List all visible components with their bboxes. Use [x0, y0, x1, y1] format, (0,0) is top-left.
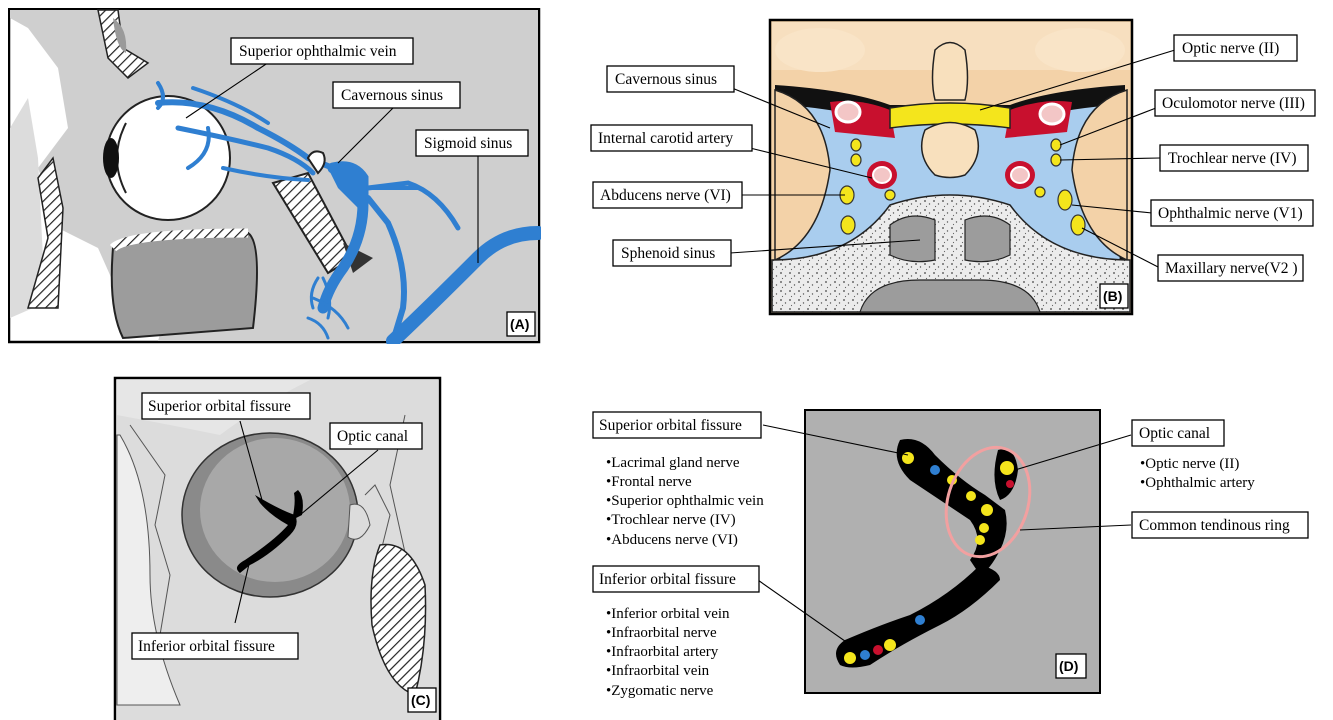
list-superior-orbital-fissure: •Lacrimal gland nerve •Frontal nerve •Su…	[606, 455, 764, 548]
list-item: •Infraorbital vein	[606, 663, 710, 679]
svg-text:(A): (A)	[510, 316, 529, 332]
svg-text:Ophthalmic nerve (V1): Ophthalmic nerve (V1)	[1158, 205, 1303, 222]
svg-text:(B): (B)	[1103, 288, 1122, 304]
list-item: •Optic nerve (II)	[1140, 456, 1239, 472]
svg-text:Trochlear nerve (IV): Trochlear nerve (IV)	[1168, 150, 1297, 167]
list-item: •Infraorbital nerve	[606, 625, 717, 641]
svg-text:Superior orbital fissure: Superior orbital fissure	[599, 417, 742, 434]
panel-a-illustration: Superior ophthalmic vein Cavernous sinus…	[8, 8, 541, 344]
panel-c-illustration: Superior orbital fissure Optic canal Inf…	[110, 375, 450, 720]
label-abducens-nerve: Abducens nerve (VI)	[593, 182, 742, 208]
svg-text:Cavernous sinus: Cavernous sinus	[341, 87, 443, 104]
label-sigmoid-sinus: Sigmoid sinus	[416, 130, 528, 156]
svg-text:Inferior orbital fissure: Inferior orbital fissure	[138, 638, 275, 655]
list-inferior-orbital-fissure: •Inferior orbital vein •Infraorbital ner…	[606, 606, 730, 699]
pupil	[103, 138, 119, 178]
eyeball	[106, 96, 230, 220]
panel-c-tag: (C)	[408, 688, 436, 712]
sphenoid-sinus-right	[965, 216, 1010, 262]
list-item: •Zygomatic nerve	[606, 683, 714, 699]
panel-a-tag: (A)	[507, 312, 535, 336]
svg-text:Superior ophthalmic vein: Superior ophthalmic vein	[239, 43, 397, 60]
svg-text:Oculomotor nerve (III): Oculomotor nerve (III)	[1162, 95, 1305, 112]
list-optic-canal: •Optic nerve (II) •Ophthalmic artery	[1140, 456, 1255, 491]
list-item: •Lacrimal gland nerve	[606, 455, 740, 471]
svg-text:Optic nerve (II): Optic nerve (II)	[1182, 40, 1279, 57]
label-inferior-orbital-fissure-c: Inferior orbital fissure	[132, 633, 298, 659]
svg-text:Abducens nerve (VI): Abducens nerve (VI)	[600, 187, 731, 204]
label-superior-orbital-fissure-d: Superior orbital fissure	[593, 412, 761, 438]
label-optic-canal-c: Optic canal	[330, 423, 422, 449]
pituitary-gland	[933, 43, 968, 101]
list-item: •Superior ophthalmic vein	[606, 493, 764, 509]
svg-text:Maxillary nerve(V2 ): Maxillary nerve(V2 )	[1165, 260, 1298, 277]
label-common-tendinous-ring: Common tendinous ring	[1132, 512, 1308, 538]
label-inferior-orbital-fissure-d: Inferior orbital fissure	[593, 566, 759, 592]
label-maxillary-nerve: Maxillary nerve(V2 )	[1158, 255, 1303, 281]
panel-b-illustration: Cavernous sinus Internal carotid artery …	[590, 10, 1325, 320]
svg-text:Optic canal: Optic canal	[337, 428, 408, 445]
svg-text:Inferior orbital fissure: Inferior orbital fissure	[599, 571, 736, 588]
svg-text:(D): (D)	[1059, 658, 1078, 674]
list-item: •Trochlear nerve (IV)	[606, 512, 736, 528]
list-item: •Ophthalmic artery	[1140, 475, 1255, 491]
svg-text:(C): (C)	[411, 692, 430, 708]
list-item: •Infraorbital artery	[606, 644, 719, 660]
svg-text:Superior orbital fissure: Superior orbital fissure	[148, 398, 291, 415]
label-superior-orbital-fissure-c: Superior orbital fissure	[142, 393, 310, 419]
label-superior-ophthalmic-vein: Superior ophthalmic vein	[231, 38, 413, 64]
panel-b-tag: (B)	[1100, 284, 1128, 308]
svg-text:Sigmoid sinus: Sigmoid sinus	[424, 135, 512, 152]
svg-text:Cavernous sinus: Cavernous sinus	[615, 71, 717, 88]
label-trochlear-nerve: Trochlear nerve (IV)	[1160, 145, 1308, 171]
label-optic-nerve: Optic nerve (II)	[1174, 35, 1297, 61]
label-sphenoid-sinus: Sphenoid sinus	[613, 240, 731, 266]
svg-text:Common tendinous ring: Common tendinous ring	[1139, 517, 1290, 534]
panel-d: Superior orbital fissure Optic canal Com…	[590, 400, 1325, 710]
maxillary-sinus	[112, 233, 257, 338]
svg-text:Optic canal: Optic canal	[1139, 425, 1210, 442]
panel-c: Superior orbital fissure Optic canal Inf…	[110, 375, 450, 720]
svg-text:Internal carotid artery: Internal carotid artery	[598, 130, 733, 147]
label-cavernous-sinus-b: Cavernous sinus	[607, 66, 734, 92]
label-oculomotor-nerve: Oculomotor nerve (III)	[1155, 90, 1315, 116]
list-item: •Abducens nerve (VI)	[606, 532, 738, 548]
panel-b: Cavernous sinus Internal carotid artery …	[590, 10, 1325, 320]
panel-d-illustration: Superior orbital fissure Optic canal Com…	[590, 400, 1325, 710]
label-internal-carotid-artery: Internal carotid artery	[591, 125, 752, 151]
list-item: •Frontal nerve	[606, 474, 692, 490]
label-optic-canal-d: Optic canal	[1132, 420, 1224, 446]
panel-a: Superior ophthalmic vein Cavernous sinus…	[8, 8, 541, 344]
label-cavernous-sinus-a: Cavernous sinus	[333, 82, 460, 108]
svg-text:Sphenoid sinus: Sphenoid sinus	[621, 245, 715, 262]
sphenoid-sinus-left	[890, 216, 935, 262]
label-ophthalmic-nerve: Ophthalmic nerve (V1)	[1151, 200, 1313, 226]
list-item: •Inferior orbital vein	[606, 606, 730, 622]
panel-d-tag: (D)	[1056, 654, 1086, 678]
